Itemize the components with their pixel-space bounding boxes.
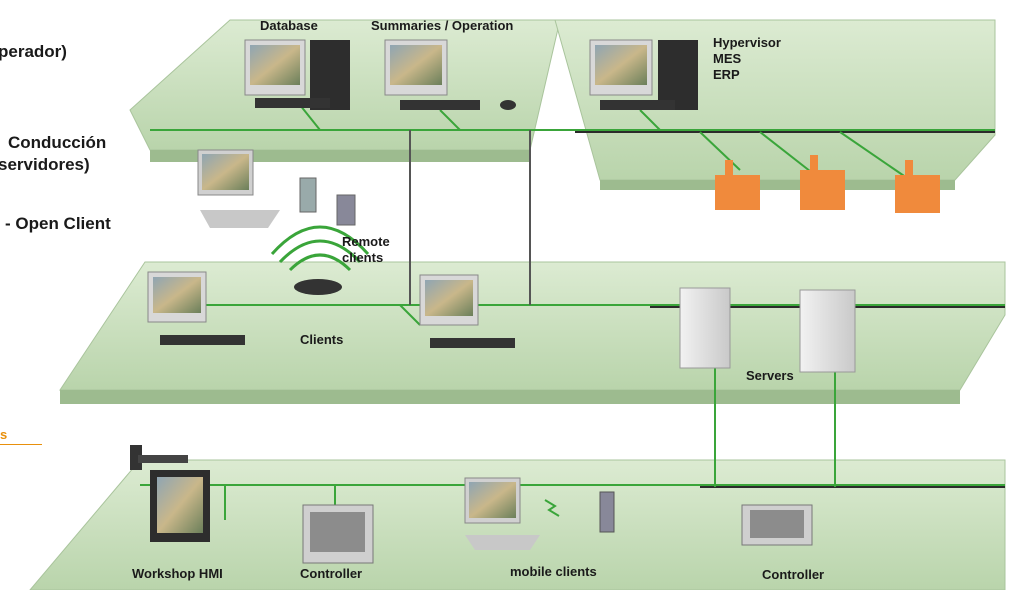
summaries-label: Summaries / Operation [371, 18, 514, 33]
middle-platform [59, 261, 1006, 404]
servers-label: Servers [746, 368, 794, 383]
orange-underline [0, 444, 42, 445]
database-label: Database [260, 18, 318, 33]
hmi-panel-icon [130, 445, 210, 542]
controller-label-2: Controller [762, 567, 825, 582]
server-icon [679, 287, 856, 373]
client-workstation [147, 271, 245, 345]
bottom-platform [29, 459, 1006, 590]
left-text-line-1: perador) [0, 42, 67, 61]
left-text-line-4: - Open Client [5, 214, 111, 233]
wireless-signal-icon [544, 499, 560, 517]
remote-clients-label-2: clients [342, 250, 384, 265]
client-workstation [419, 274, 515, 348]
handheld-icon [599, 491, 615, 533]
wifi-signal-icon [270, 225, 370, 272]
laptop-icon [197, 149, 280, 228]
pda-icon [299, 177, 356, 226]
erp-label: ERP [713, 67, 740, 82]
controller-icon [302, 504, 374, 564]
mobile-laptop-icon [464, 477, 540, 550]
database-workstation [244, 39, 350, 110]
controller-label-1: Controller [300, 566, 363, 581]
hypervisor-label: Hypervisor [713, 35, 781, 50]
left-orange-fragment: s [0, 427, 8, 442]
left-text-line-2: Conducción [8, 133, 107, 152]
hypervisor-workstation [589, 39, 698, 110]
mobile-clients-label: mobile clients [510, 564, 597, 579]
router-icon [294, 279, 342, 295]
workshop-hmi-label: Workshop HMI [132, 566, 223, 581]
remote-clients-label-1: Remote [342, 234, 390, 249]
clients-label: Clients [300, 332, 344, 347]
factory-icon [715, 155, 940, 213]
left-text-line-3: servidores) [0, 155, 90, 174]
controller-icon [741, 504, 813, 546]
summaries-workstation [384, 39, 516, 110]
mes-label: MES [713, 51, 742, 66]
